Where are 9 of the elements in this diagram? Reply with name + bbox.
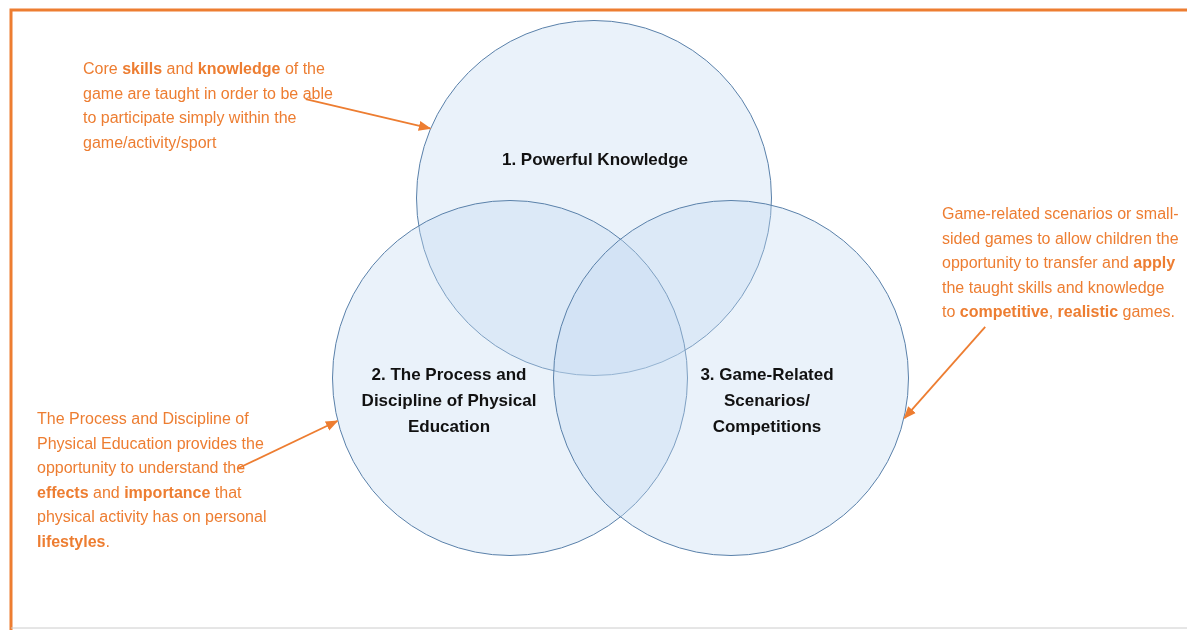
circle-label: 2. The Process and Discipline of Physical Education xyxy=(360,364,538,438)
annotation-text: The Process and Discipline of Physical Education provides the opportunity to understand the effects and importance that physical activity has on personal lifestyles. xyxy=(37,407,287,554)
annotation-text: Game-related scenarios or small-sided games to allow children the opportunity to transfer and apply the taught skills and knowledge to competitive, realistic games. xyxy=(942,202,1182,325)
arrow xyxy=(903,326,987,419)
circle-label: 1. Powerful Knowledge xyxy=(500,149,690,171)
annotation-text: Core skills and knowledge of the game are taught in order to be able to participate simply within the game/activity/sport xyxy=(83,57,345,155)
arrow xyxy=(304,98,432,131)
circle-label: 3. Game-Related Scenarios/ Competitions xyxy=(699,364,835,438)
arrow xyxy=(236,420,339,470)
